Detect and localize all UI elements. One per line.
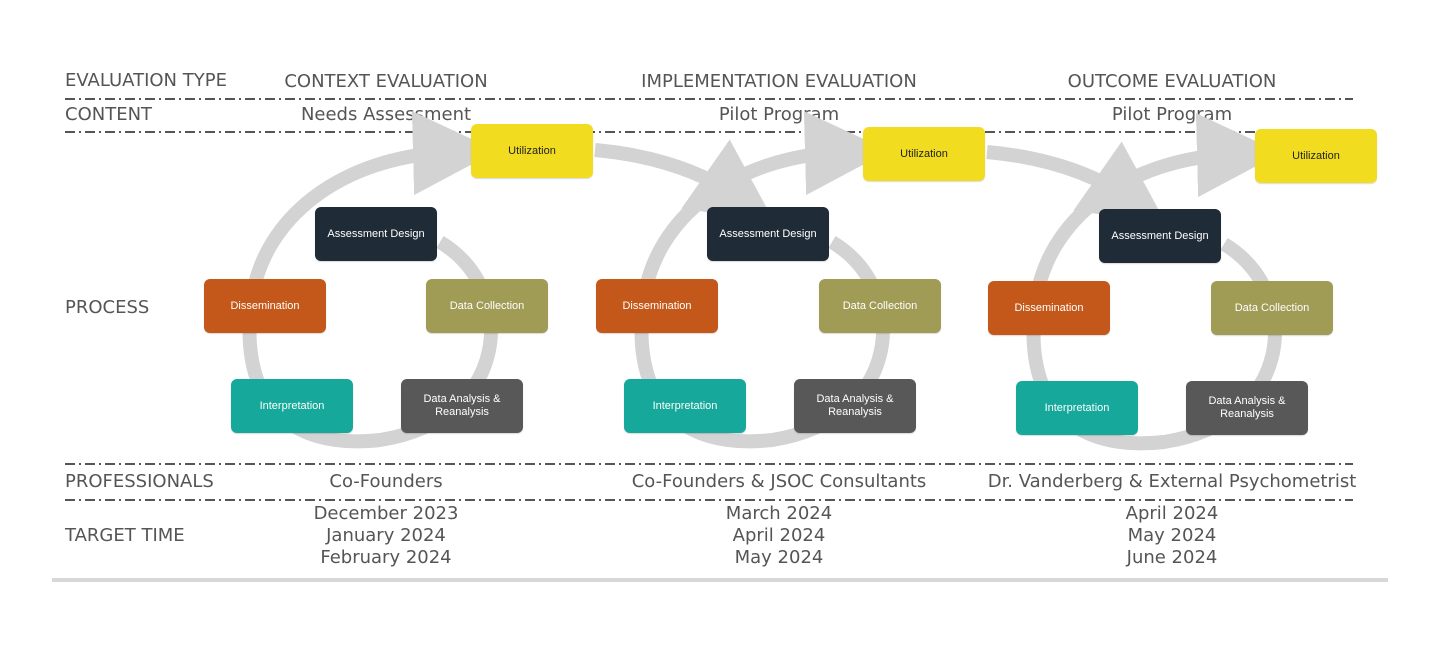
utilization-box-2: Utilization (863, 127, 985, 181)
row-label-evaluation-type: EVALUATION TYPE (65, 70, 227, 91)
target-time-item: January 2024 (326, 525, 446, 546)
professionals-outcome: Dr. Vanderberg & External Psychometrist (987, 471, 1357, 492)
target-time-context: December 2023 January 2024 February 2024 (314, 503, 459, 569)
evaluation-type-outcome: OUTCOME EVALUATION (1067, 71, 1277, 92)
assessment-design-box-3: Assessment Design (1099, 209, 1221, 263)
divider-line (65, 98, 1353, 100)
data-collection-box-3: Data Collection (1211, 281, 1333, 335)
target-time-implementation: March 2024 April 2024 May 2024 (726, 503, 832, 569)
target-time-item: February 2024 (320, 547, 452, 568)
professionals-implementation: Co-Founders & JSOC Consultants (631, 471, 927, 492)
target-time-item: April 2024 (1125, 503, 1219, 524)
professionals-context: Co-Founders (329, 471, 443, 492)
target-time-item: June 2024 (1126, 547, 1218, 568)
assessment-design-box-2: Assessment Design (707, 207, 829, 261)
utilization-box-3: Utilization (1255, 129, 1377, 183)
data-collection-box-2: Data Collection (819, 279, 941, 333)
row-label-professionals: PROFESSIONALS (65, 471, 214, 492)
interpretation-box-1: Interpretation (231, 379, 353, 433)
target-time-outcome: April 2024 May 2024 June 2024 (1126, 503, 1219, 569)
data-analysis-box-3: Data Analysis & Reanalysis (1186, 381, 1308, 435)
target-time-item: May 2024 (1127, 525, 1217, 546)
utilization-box-1: Utilization (471, 124, 593, 178)
dissemination-box-3: Dissemination (988, 281, 1110, 335)
data-analysis-box-2: Data Analysis & Reanalysis (794, 379, 916, 433)
dissemination-box-2: Dissemination (596, 279, 718, 333)
row-label-target-time: TARGET TIME (65, 525, 185, 546)
divider-line (65, 463, 1353, 465)
row-label-process: PROCESS (65, 297, 150, 318)
data-collection-box-1: Data Collection (426, 279, 548, 333)
divider-line (65, 499, 1353, 501)
target-time-item: December 2023 (313, 503, 459, 524)
target-time-item: April 2024 (732, 525, 826, 546)
dissemination-box-1: Dissemination (204, 279, 326, 333)
evaluation-type-implementation: IMPLEMENTATION EVALUATION (641, 71, 917, 92)
row-label-content: CONTENT (65, 104, 153, 125)
data-analysis-box-1: Data Analysis & Reanalysis (401, 379, 523, 433)
interpretation-box-3: Interpretation (1016, 381, 1138, 435)
assessment-design-box-1: Assessment Design (315, 207, 437, 261)
evaluation-type-context: CONTEXT EVALUATION (284, 71, 488, 92)
interpretation-box-2: Interpretation (624, 379, 746, 433)
bottom-rule (52, 578, 1388, 582)
divider-line (65, 131, 1353, 133)
target-time-item: March 2024 (725, 503, 833, 524)
target-time-item: May 2024 (734, 547, 824, 568)
